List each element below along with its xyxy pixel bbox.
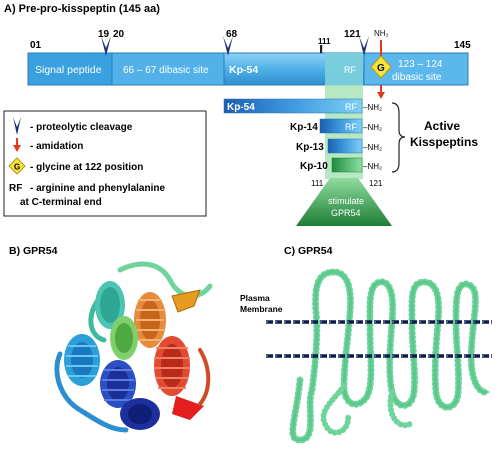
- kp54-bar-label: Kp-54: [229, 64, 258, 76]
- cleavage-arrow-19-20: [101, 36, 111, 56]
- active-label-line1: Active: [424, 119, 460, 133]
- kp13-peptide-label: Kp-13: [296, 142, 324, 153]
- kp13-peptide-bar: [327, 138, 363, 154]
- kp54-peptide-label: Kp-54: [227, 102, 255, 113]
- stim-right-number: 121: [369, 179, 383, 188]
- helix-orange: [134, 292, 166, 348]
- prosegment-66-67: [111, 52, 225, 86]
- helix-navy: [120, 398, 160, 430]
- glycine-diamond-icon: [370, 55, 392, 79]
- amidation-arrow-head: [377, 92, 385, 99]
- position-121: 121: [344, 29, 361, 40]
- legend-amidation-text: - amidation: [30, 141, 83, 152]
- kp10-peptide-label: Kp-10: [300, 161, 328, 172]
- stim-left-number: 111: [311, 179, 324, 188]
- kp14-nh2-label: –NH₂: [363, 123, 382, 132]
- legend-glycine-badge: G: [14, 163, 20, 172]
- dibasic-123-label-line2: dibasic site: [392, 72, 442, 83]
- stim-label-line1: stimulate: [328, 196, 364, 206]
- legend-glycine-icon: [8, 157, 26, 175]
- membrane-label-line1: Plasma: [240, 293, 270, 303]
- helix-blue-left: [64, 334, 100, 386]
- cleavage-arrow-121: [359, 36, 369, 56]
- signal-peptide-segment: [27, 52, 113, 86]
- helix-red: [154, 336, 190, 396]
- cleavage-arrow-68: [223, 36, 233, 56]
- legend-cleavage-icon: [13, 117, 21, 135]
- kp14-peptide-bar: [319, 118, 363, 134]
- dibasic-66-label: 66 – 67 dibasic site: [123, 65, 209, 76]
- nh2-top-label: NH₂: [374, 29, 389, 38]
- membrane-label-line2: Membrane: [240, 304, 283, 314]
- kp14-rf-label: RF: [345, 122, 357, 132]
- position-20: 20: [113, 29, 125, 40]
- helix-dark-blue: [100, 360, 136, 408]
- active-label-line2: Kisspeptins: [410, 135, 478, 149]
- signal-peptide-label: Signal peptide: [35, 64, 102, 76]
- position-145: 145: [454, 40, 471, 51]
- stimulate-gpr54-triangle: [296, 178, 392, 226]
- position-19: 19: [98, 29, 110, 40]
- kp54-nh2-label: –NH₂: [363, 103, 382, 112]
- panel-a-title: A) Pre-pro-kisspeptin (145 aa): [4, 3, 160, 15]
- kp10-peptide-bar: [331, 157, 363, 173]
- gpr54-membrane-topology: [289, 268, 492, 444]
- legend-rf-key: RF: [9, 183, 22, 194]
- gpr54-ribbon-structure: [54, 261, 213, 433]
- kp54-rf-label: RF: [345, 102, 357, 112]
- helix-teal: [95, 281, 125, 329]
- tick-111: [320, 45, 323, 53]
- position-111: 111: [318, 37, 331, 46]
- legend-rf-text-line2: at C-terminal end: [20, 197, 102, 208]
- rf-bar-label: RF: [344, 65, 356, 75]
- kp14-peptide-label: Kp-14: [290, 122, 318, 133]
- panel-b-title: B) GPR54: [9, 245, 58, 257]
- panel-c-title: C) GPR54: [284, 245, 333, 257]
- stim-label-line2: GPR54: [331, 208, 361, 218]
- kp10-nh2-label: –NH₂: [363, 162, 382, 171]
- legend-glycine-text: - glycine at 122 position: [30, 162, 143, 173]
- helix-green: [110, 316, 138, 360]
- kp54-peptide-bar: [223, 98, 363, 114]
- position-01: 01: [30, 40, 42, 51]
- active-kisspeptins-brace: [391, 102, 406, 173]
- dibasic-123-label-line1: 123 – 124: [398, 59, 443, 70]
- position-68: 68: [226, 29, 238, 40]
- glycine-diamond-label: G: [377, 63, 385, 74]
- legend-amidation-icon: [13, 145, 21, 152]
- legend-cleavage-text: - proteolytic cleavage: [30, 122, 133, 133]
- legend-box: [3, 110, 207, 217]
- legend-rf-text-line1: - arginine and phenylalanine: [30, 183, 165, 194]
- kp10-region-on-bar: [325, 53, 363, 85]
- kp13-nh2-label: –NH₂: [363, 143, 382, 152]
